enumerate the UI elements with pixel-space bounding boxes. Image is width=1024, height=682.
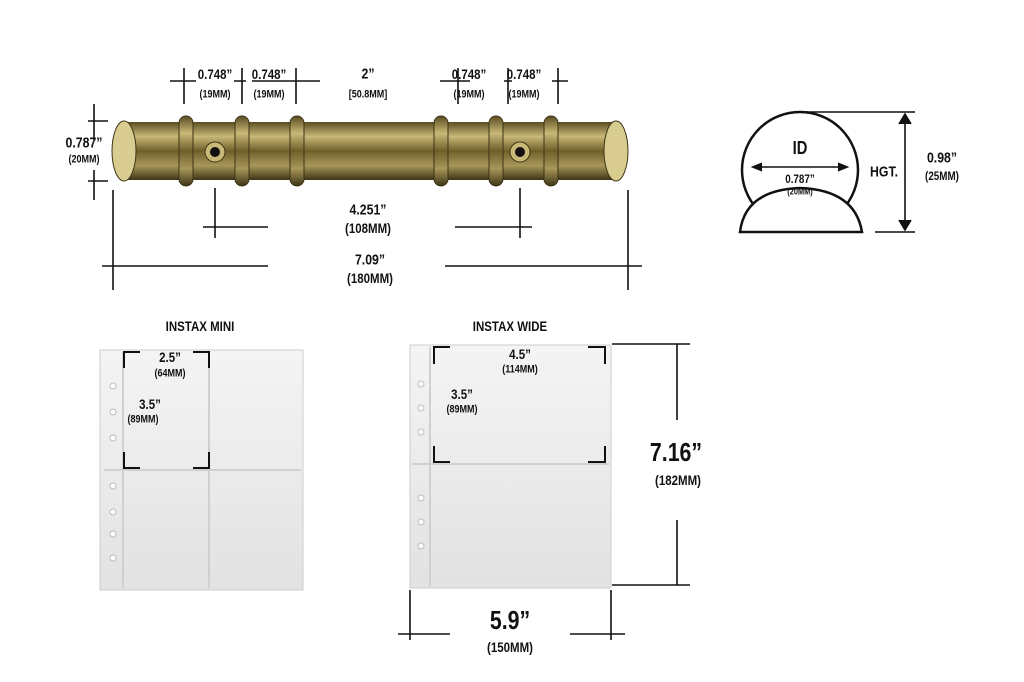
length-mm: (180MM) [347, 270, 393, 286]
ring-height-label: HGT. [869, 163, 899, 181]
wide-width-inch: 4.5” [509, 346, 531, 362]
ring-height-inch: 0.98” [926, 149, 958, 167]
ring-height-mm: (25MM) [925, 169, 959, 183]
instax-wide-title: INSTAX WIDE [472, 318, 548, 334]
spacing-3-mm: [50.8MM] [348, 88, 388, 101]
diameter-inch: 0.787” [65, 134, 103, 152]
instax-mini-title: INSTAX MINI [165, 318, 235, 334]
dimension-lines [88, 68, 915, 640]
spacing-2-inch: 0.748” [251, 66, 287, 82]
binder-tube [111, 115, 629, 187]
hole-distance-inch: 4.251” [349, 201, 387, 219]
wide-width-mm: (114MM) [502, 363, 538, 376]
ring-cross-section [738, 110, 864, 234]
instax-mini-sleeve [99, 349, 304, 591]
spacing-5-mm: (19MM) [508, 88, 540, 101]
spacing-4-mm: (19MM) [453, 88, 485, 101]
mini-height-inch: 3.5” [139, 396, 161, 412]
instax-wide-sleeve [409, 344, 612, 589]
spacing-5-inch: 0.748” [506, 66, 542, 82]
spacing-2-mm: (19MM) [253, 88, 285, 101]
ring-id-mm: (20MM) [787, 186, 813, 197]
mini-height-mm: (89MM) [127, 413, 159, 426]
page-height-inch: 7.16” [649, 437, 703, 467]
page-width-inch: 5.9” [489, 605, 531, 635]
wide-height-mm: (89MM) [446, 403, 478, 416]
mini-width-inch: 2.5” [159, 349, 181, 365]
spacing-1-inch: 0.748” [197, 66, 233, 82]
page-width-mm: (150MM) [487, 639, 533, 655]
spacing-4-inch: 0.748” [451, 66, 487, 82]
spacing-1-mm: (19MM) [199, 88, 231, 101]
mini-width-mm: (64MM) [154, 367, 186, 380]
wide-height-inch: 3.5” [451, 386, 473, 402]
spacing-3-inch: 2” [361, 65, 375, 83]
diameter-mm: (20MM) [68, 153, 100, 166]
length-inch: 7.09” [354, 251, 386, 269]
hole-distance-mm: (108MM) [345, 220, 391, 236]
ring-id-label: ID [792, 138, 808, 158]
page-height-mm: (182MM) [655, 472, 701, 488]
ring-id-inch: 0.787” [785, 172, 815, 186]
